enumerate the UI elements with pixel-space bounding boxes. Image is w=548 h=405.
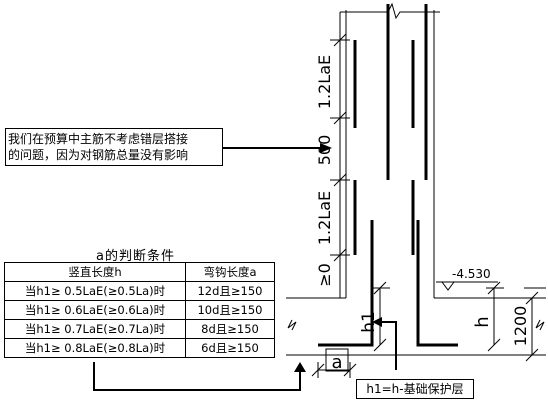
h-label: h bbox=[472, 316, 493, 327]
elevation-marker bbox=[436, 281, 498, 291]
row-hook: 6d且≥150 bbox=[185, 338, 275, 358]
foundation-lines bbox=[286, 297, 546, 356]
column-outline bbox=[340, 2, 440, 298]
conditions-table: 竖直长度h 弯钩长度a 当h1≥ 0.5LaE(≥0.5La)时 12d且≥15… bbox=[4, 262, 275, 358]
row-hook: 12d且≥150 bbox=[185, 281, 275, 301]
h1-dimension bbox=[372, 281, 390, 352]
header-hook-length: 弯钩长度a bbox=[185, 262, 275, 282]
row-hook: 8d且≥150 bbox=[185, 319, 275, 339]
row-condition: 当h1≥ 0.7LaE(≥0.7La)时 bbox=[4, 319, 186, 339]
conditions-title: a的判断条件 bbox=[96, 249, 175, 264]
row-condition: 当h1≥ 0.5LaE(≥0.5La)时 bbox=[4, 281, 186, 301]
row-hook: 10d且≥150 bbox=[185, 300, 275, 320]
leader-arrows bbox=[93, 147, 397, 391]
arrow-heads bbox=[294, 143, 382, 372]
note-line-2: 的问题，因为对钢筋总量没有影响 bbox=[8, 148, 189, 162]
note-line-1: 我们在预算中主筋不考虑错层搭接 bbox=[8, 132, 189, 146]
table-header-row: 竖直长度h 弯钩长度a bbox=[4, 262, 275, 282]
table-row: 当h1≥ 0.6LaE(≥0.6La)时 10d且≥150 bbox=[4, 300, 275, 320]
note-box: 我们在预算中主筋不考虑错层搭接 的问题，因为对钢筋总量没有影响 bbox=[5, 128, 223, 166]
h-dimension bbox=[486, 281, 546, 362]
a-label: a bbox=[331, 352, 342, 373]
rebars bbox=[318, 4, 458, 347]
protective-layer-label: h1=h-基础保护层 bbox=[356, 379, 474, 399]
vertical-dimension-chain bbox=[330, 12, 350, 298]
ge-zero-label: ≥0 bbox=[315, 263, 334, 287]
header-vertical-length: 竖直长度h bbox=[4, 262, 186, 282]
row-condition: 当h1≥ 0.6LaE(≥0.6La)时 bbox=[4, 300, 186, 320]
elevation-label: -4.530 bbox=[452, 267, 491, 281]
spacing-label: 500 bbox=[315, 135, 334, 166]
h1-label: h1 bbox=[359, 311, 379, 333]
upper-lap-label: 1.2LaE bbox=[315, 55, 334, 109]
table-row: 当h1≥ 0.7LaE(≥0.7La)时 8d且≥150 bbox=[4, 319, 275, 339]
depth-label: 1200 bbox=[511, 306, 530, 347]
table-row: 当h1≥ 0.8LaE(≥0.8La)时 6d且≥150 bbox=[4, 338, 275, 358]
table-row: 当h1≥ 0.5LaE(≥0.5La)时 12d且≥150 bbox=[4, 281, 275, 301]
row-condition: 当h1≥ 0.8LaE(≥0.8La)时 bbox=[4, 338, 186, 358]
a-dimension bbox=[311, 348, 357, 378]
lower-lap-label: 1.2LaE bbox=[315, 191, 334, 245]
